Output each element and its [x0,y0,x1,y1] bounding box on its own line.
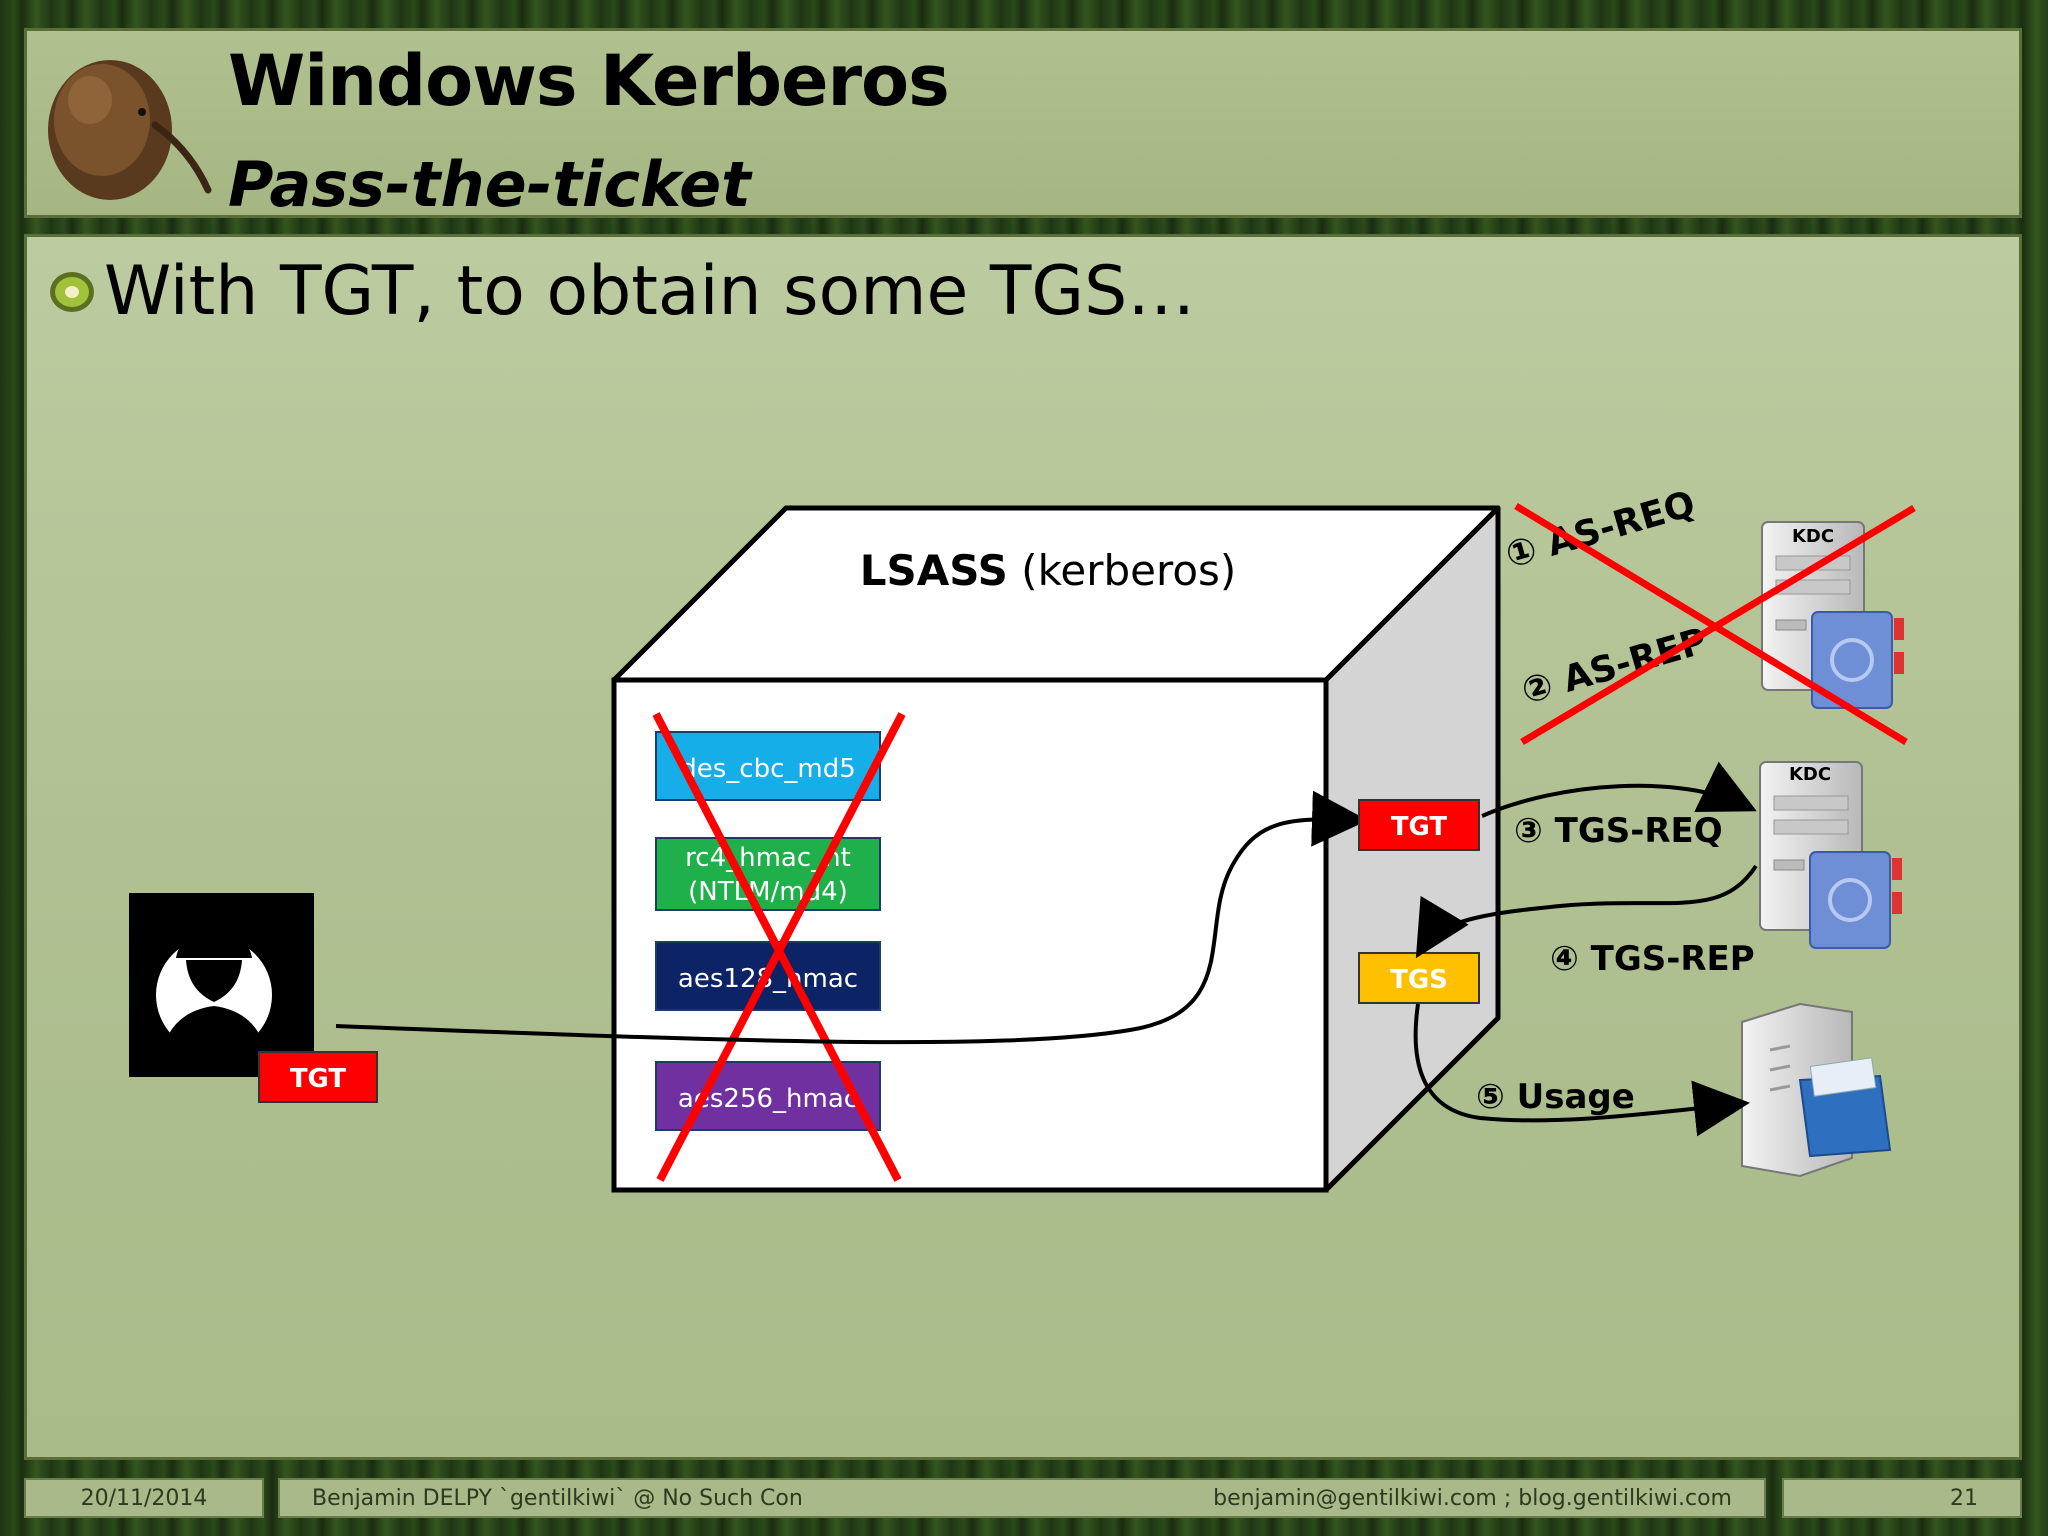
usage-arrow [1413,1003,1750,1137]
spy-silhouette-icon [160,915,268,1060]
tgs-rep-arrow [1415,864,1758,959]
keys-cross-line-2 [656,712,906,1182]
lsass-tgt-ticket [1358,799,1480,851]
footer-main-box: Benjamin DELPY `gentilkiwi` @ No Such Co… [278,1478,1766,1518]
as-exchange-cross-line-1 [1514,503,1908,745]
bullet-text: With TGT, to obtain some TGS… [104,252,1196,331]
footer-contact: benjamin@gentilkiwi.com ; blog.gentilkiw… [1213,1485,1732,1511]
slide-title: Windows Kerberos [228,40,950,122]
file-server-icon [1741,1002,1892,1178]
lsass-title: LSASS (kerberos) [860,546,1237,595]
step-3-label: ③ TGS-REQ [1514,811,1723,851]
key-rc4-hmac-nt-sublabel: (NTLM/md4) [688,877,848,907]
step-2-label: ② AS-REP [1517,621,1711,713]
tgt-injection-arrow [335,790,1368,1045]
kdc-server-2 [1759,761,1902,949]
footer-page-box: 21 [1782,1478,2022,1518]
kiwi-bullet-icon [50,272,94,312]
attacker-tgt-ticket [258,1051,378,1103]
footer-author: Benjamin DELPY `gentilkiwi` @ No Such Co… [312,1485,803,1511]
step-1-label: ① AS-REQ [1501,484,1699,577]
slide-header [24,28,2022,218]
slide-subtitle: Pass-the-ticket [228,148,751,221]
kiwi-logo-icon [48,60,212,200]
footer-date: 20/11/2014 [80,1485,208,1511]
key-des-cbc-md5-label: des_cbc_md5 [680,754,856,784]
step-4-label: ④ TGS-REP [1550,939,1755,979]
lsass-tgs-ticket [1358,952,1480,1004]
kdc-label-2: KDC [1789,764,1831,785]
step-5-label: ⑤ Usage [1476,1077,1635,1117]
as-exchange-cross-line-2 [1520,504,1916,746]
footer-date-box: 20/11/2014 [24,1478,264,1518]
page-number: 21 [1950,1485,1978,1511]
lsass-tgt-label: TGT [1391,812,1448,842]
attacker-tgt-label: TGT [290,1064,347,1094]
tgs-req-arrow [1481,761,1757,818]
lsass-tgs-label: TGS [1390,965,1448,995]
kdc-label-1: KDC [1792,526,1834,547]
kdc-server-1 [1761,521,1904,709]
key-rc4-hmac-nt [655,837,881,911]
